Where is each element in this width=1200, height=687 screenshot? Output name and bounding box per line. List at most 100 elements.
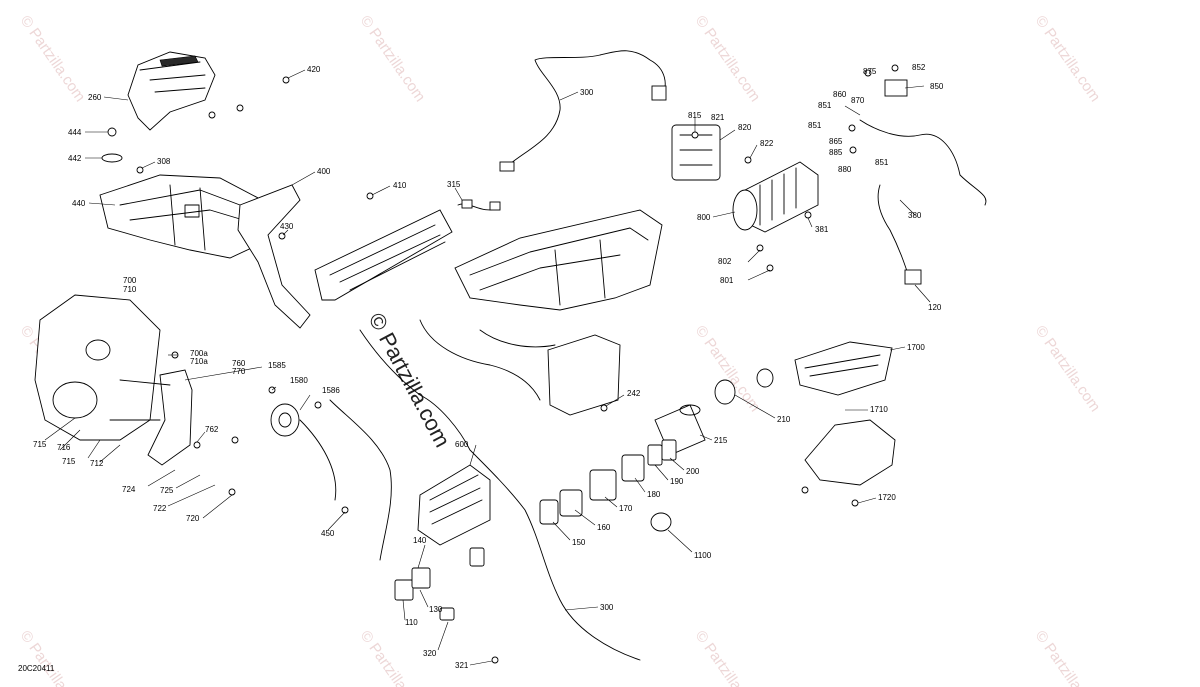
watermark-text: © Partzilla.com (17, 13, 89, 106)
callout-700: 700 (123, 276, 137, 285)
callout-242: 242 (627, 389, 641, 398)
part-315-connector (457, 199, 501, 211)
callout-labels: 260 420 444 442 308 440 400 410 430 300 … (33, 63, 944, 670)
part-1580-horn (270, 403, 300, 437)
callout-450: 450 (321, 529, 335, 538)
callout-712: 712 (90, 459, 104, 468)
callout-308: 308 (157, 157, 171, 166)
callout-1700: 1700 (907, 343, 925, 352)
callout-821: 821 (711, 113, 725, 122)
part-440-bracket (99, 174, 263, 259)
callout-851: 851 (875, 158, 889, 167)
watermark-text: © Partzilla.com (1032, 13, 1104, 106)
callout-300: 300 (580, 88, 594, 97)
callout-442: 442 (68, 154, 82, 163)
document-id: 20C20411 (18, 664, 55, 673)
callout-851: 851 (818, 101, 832, 110)
callout-600: 600 (455, 440, 469, 449)
part-380-harness (859, 79, 987, 285)
part-410-panel (314, 209, 453, 301)
watermark-text: © Partzilla.com (1032, 323, 1104, 416)
callout-160: 160 (597, 523, 611, 532)
callout-180: 180 (647, 490, 661, 499)
callout-760: 760 (232, 359, 246, 368)
callout-321: 321 (455, 661, 469, 670)
leader-lines (44, 69, 931, 666)
callout-130: 130 (429, 605, 443, 614)
part-hardware (101, 64, 899, 664)
callout-724: 724 (122, 485, 136, 494)
watermark-text: © Partzilla.com (1032, 628, 1104, 687)
callout-800: 800 (697, 213, 711, 222)
callout-300: 300 (600, 603, 614, 612)
callout-381: 381 (815, 225, 829, 234)
callout-315: 315 (447, 180, 461, 189)
callout-430: 430 (280, 222, 294, 231)
callout-1585: 1585 (268, 361, 286, 370)
callout-320: 320 (423, 649, 437, 658)
callout-1580: 1580 (290, 376, 308, 385)
part-1710-bracket (804, 419, 896, 486)
part-260-cover (127, 51, 216, 131)
part-300-top-harness (499, 50, 667, 172)
callout-870: 870 (851, 96, 865, 105)
part-1700-ecu (794, 341, 893, 396)
part-switches (539, 439, 677, 532)
callout-875: 875 (863, 67, 877, 76)
watermark-text: © Partzilla.com (357, 628, 429, 687)
callout-715: 715 (33, 440, 47, 449)
callout-400: 400 (317, 167, 331, 176)
callout-140: 140 (413, 536, 427, 545)
callout-720: 720 (186, 514, 200, 523)
callout-762: 762 (205, 425, 219, 434)
callout-150: 150 (572, 538, 586, 547)
callout-444: 444 (68, 128, 82, 137)
callout-410: 410 (393, 181, 407, 190)
callout-1720: 1720 (878, 493, 896, 502)
callout-880: 880 (838, 165, 852, 174)
part-600-module (417, 464, 491, 546)
part-400-support (237, 184, 311, 329)
callout-215: 215 (714, 436, 728, 445)
watermark-text: © Partzilla.com (692, 628, 764, 687)
callout-865: 865 (829, 137, 843, 146)
callout-710a: 710a (190, 357, 208, 366)
callout-815: 815 (688, 111, 702, 120)
callout-725: 725 (160, 486, 174, 495)
watermark-text: © Partzilla.com (692, 13, 764, 106)
callout-822: 822 (760, 139, 774, 148)
callout-850: 850 (930, 82, 944, 91)
callout-716: 716 (57, 443, 71, 452)
callout-170: 170 (619, 504, 633, 513)
callout-110: 110 (405, 618, 418, 627)
callout-860: 860 (833, 90, 847, 99)
callout-260: 260 (88, 93, 102, 102)
callout-722: 722 (153, 504, 167, 513)
part-dash-frame (454, 209, 663, 311)
callout-120: 120 (928, 303, 942, 312)
callout-852: 852 (912, 63, 926, 72)
callout-851: 851 (808, 121, 822, 130)
callout-715: 715 (62, 457, 76, 466)
part-210-connector (714, 368, 774, 405)
part-lower-connectors (394, 547, 485, 621)
callout-820: 820 (738, 123, 752, 132)
part-800-winch (671, 124, 819, 233)
watermark-text: © Partzilla.com (17, 628, 89, 687)
callout-1586: 1586 (322, 386, 340, 395)
callout-802: 802 (718, 257, 732, 266)
watermark-text: © Partzilla.com (357, 13, 429, 106)
callout-770: 770 (232, 367, 246, 376)
callout-700a: 700a (190, 349, 208, 358)
callout-710: 710 (123, 285, 137, 294)
part-main-harness (299, 319, 641, 661)
part-700-housing (34, 294, 161, 441)
part-242-bracket (547, 334, 621, 416)
callout-420: 420 (307, 65, 321, 74)
callout-885: 885 (829, 148, 843, 157)
callout-440: 440 (72, 199, 86, 208)
callout-190: 190 (670, 477, 684, 486)
callout-200: 200 (686, 467, 700, 476)
